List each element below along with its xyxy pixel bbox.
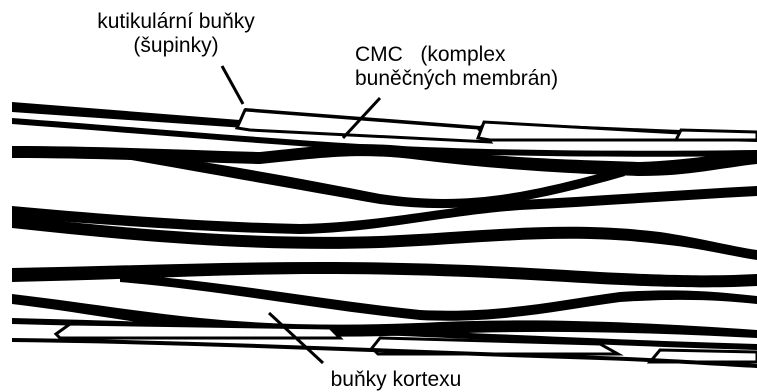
leader-cuticle [222,66,243,104]
label-cortex-line1: buňky kortexu [296,368,496,392]
label-cmc-line1: CMC (komplex [355,43,625,67]
bottom-cuticle-scale-1 [56,324,340,338]
label-cuticle-line1: kutikulární buňky [76,10,276,34]
label-cuticle-line2: (šupinky) [76,34,276,58]
label-cmc-line2: buněčných membrán) [355,67,625,91]
label-cortex-cells: buňky kortexu [296,368,496,392]
cuticle-scale-3 [676,130,757,140]
cortex-boundary-1 [12,144,757,176]
label-cuticle-cells: kutikulární buňky (šupinky) [76,10,276,58]
cortex-boundary-2 [12,186,757,234]
cortex-cell-boundaries [12,144,757,338]
label-cmc: CMC (komplex buněčných membrán) [355,43,625,91]
